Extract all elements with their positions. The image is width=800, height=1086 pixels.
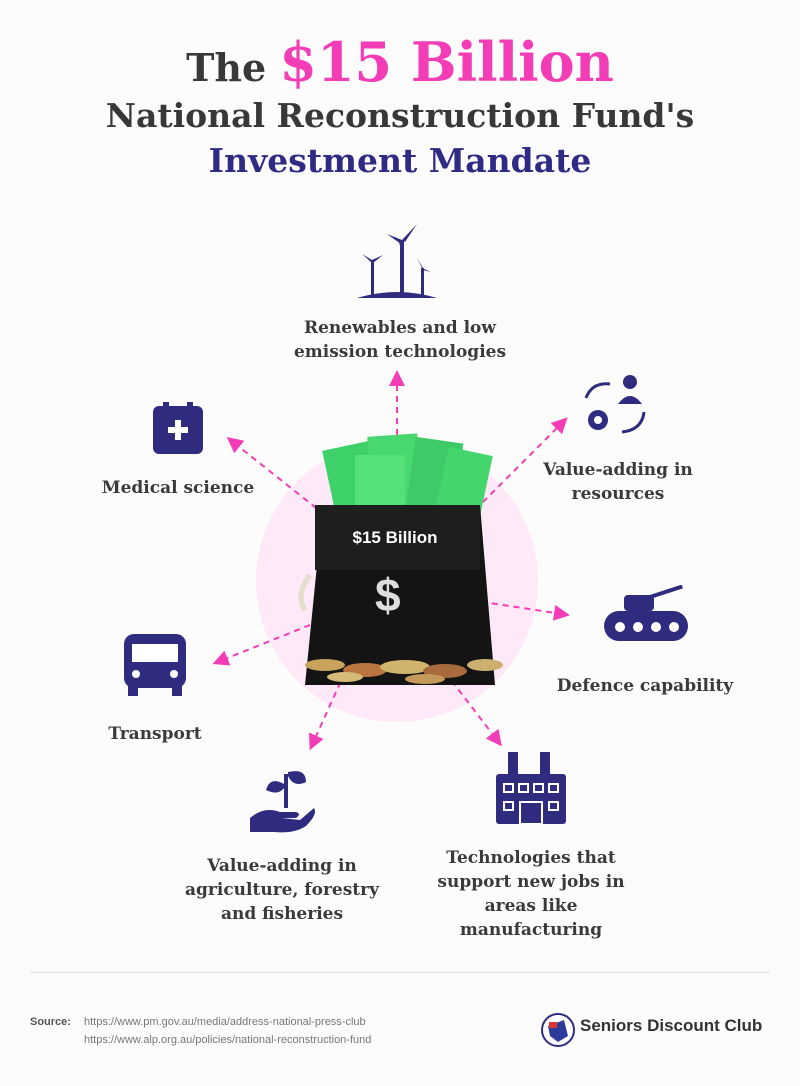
source-link-2[interactable]: https://www.alp.org.au/policies/national… bbox=[84, 1034, 372, 1046]
title-line-3: Investment Mandate bbox=[208, 141, 592, 180]
arrow-resources bbox=[474, 417, 568, 511]
source-link-1[interactable]: https://www.pm.gov.au/media/address-nati… bbox=[84, 1016, 366, 1028]
bag-label: $15 Billion bbox=[352, 528, 438, 547]
label-medical: Medical science bbox=[101, 478, 255, 498]
arrow-medical bbox=[226, 437, 326, 516]
source-label: Source: bbox=[30, 1016, 71, 1028]
wind-turbine-icon bbox=[357, 224, 437, 298]
coins bbox=[305, 659, 503, 684]
title-prefix: The bbox=[186, 45, 267, 90]
tank-icon bbox=[604, 585, 688, 641]
resources-cycle-icon bbox=[584, 375, 646, 434]
money-bag-image bbox=[298, 433, 503, 685]
label-transport: Transport bbox=[108, 724, 202, 744]
dollar-sign-icon: $ bbox=[375, 569, 401, 621]
title-line-1: The $15 Billion bbox=[0, 30, 800, 94]
bus-icon bbox=[124, 634, 186, 696]
plant-hand-icon bbox=[250, 771, 315, 833]
factory-icon bbox=[496, 752, 566, 824]
title-highlight: $15 Billion bbox=[279, 30, 614, 94]
divider bbox=[30, 972, 770, 973]
brand-logo-icon bbox=[541, 1013, 575, 1047]
arrow-transport bbox=[212, 624, 311, 666]
medical-kit-icon bbox=[153, 402, 203, 454]
label-defence: Defence capability bbox=[556, 676, 734, 696]
brand-name: Seniors Discount Club bbox=[580, 1016, 763, 1035]
title-line-2: National Reconstruction Fund's bbox=[105, 96, 695, 135]
